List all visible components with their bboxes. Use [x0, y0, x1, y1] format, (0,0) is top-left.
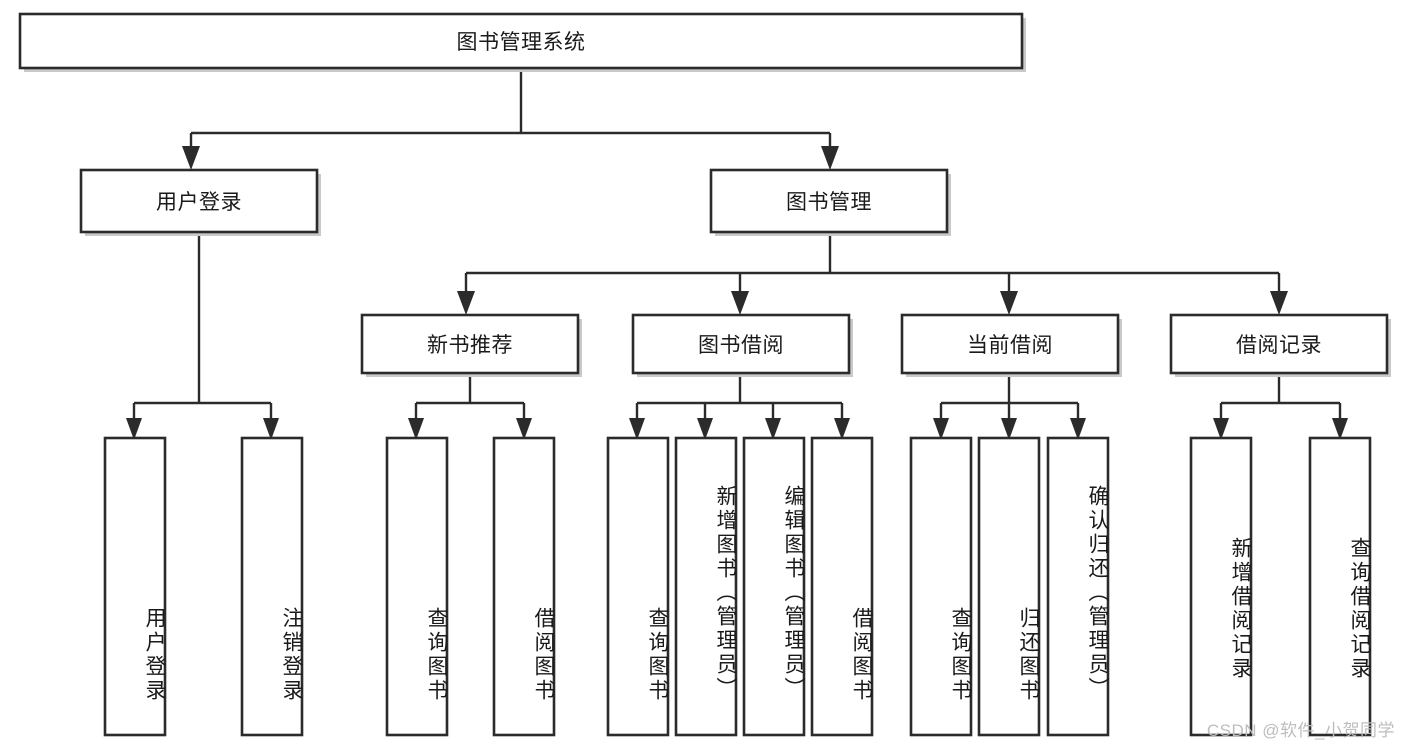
- connector-current-to-leaves: [933, 375, 1086, 440]
- watermark-text: CSDN @软件_小贺同学: [1206, 721, 1395, 740]
- node-box-leaf-query-record[interactable]: [1308, 436, 1372, 737]
- connector-books-to-level3: [457, 232, 1288, 315]
- node-box-leaf-borrow-book-1[interactable]: [492, 436, 556, 737]
- node-box-book-borrow[interactable]: [631, 313, 851, 375]
- connector-borrow-to-leaves: [629, 375, 850, 440]
- node-box-leaf-confirm-return[interactable]: [1046, 436, 1110, 737]
- node-box-leaf-borrow-book-2[interactable]: [810, 436, 874, 737]
- node-box-leaf-edit-book[interactable]: [742, 436, 806, 737]
- node-box-leaf-return-book[interactable]: [977, 436, 1041, 737]
- node-box-borrow-record[interactable]: [1169, 313, 1389, 375]
- node-box-root[interactable]: [18, 12, 1024, 70]
- node-box-leaf-query-book-2[interactable]: [606, 436, 670, 737]
- node-box-current-borrow[interactable]: [900, 313, 1120, 375]
- node-box-leaf-logout[interactable]: [240, 436, 304, 737]
- node-box-user-login[interactable]: [79, 168, 319, 234]
- node-box-leaf-add-book[interactable]: [674, 436, 738, 737]
- connector-root-to-level2: [182, 68, 839, 170]
- node-box-book-management[interactable]: [709, 168, 949, 234]
- connector-login-to-leaves: [126, 232, 279, 440]
- node-box-leaf-add-record[interactable]: [1189, 436, 1253, 737]
- connector-records-to-leaves: [1213, 375, 1348, 440]
- node-box-leaf-query-book-1[interactable]: [385, 436, 449, 737]
- node-box-new-book-recommend[interactable]: [360, 313, 580, 375]
- connector-newbooks-to-leaves: [408, 375, 532, 440]
- node-box-leaf-user-login[interactable]: [103, 436, 167, 737]
- node-box-leaf-query-book-3[interactable]: [909, 436, 973, 737]
